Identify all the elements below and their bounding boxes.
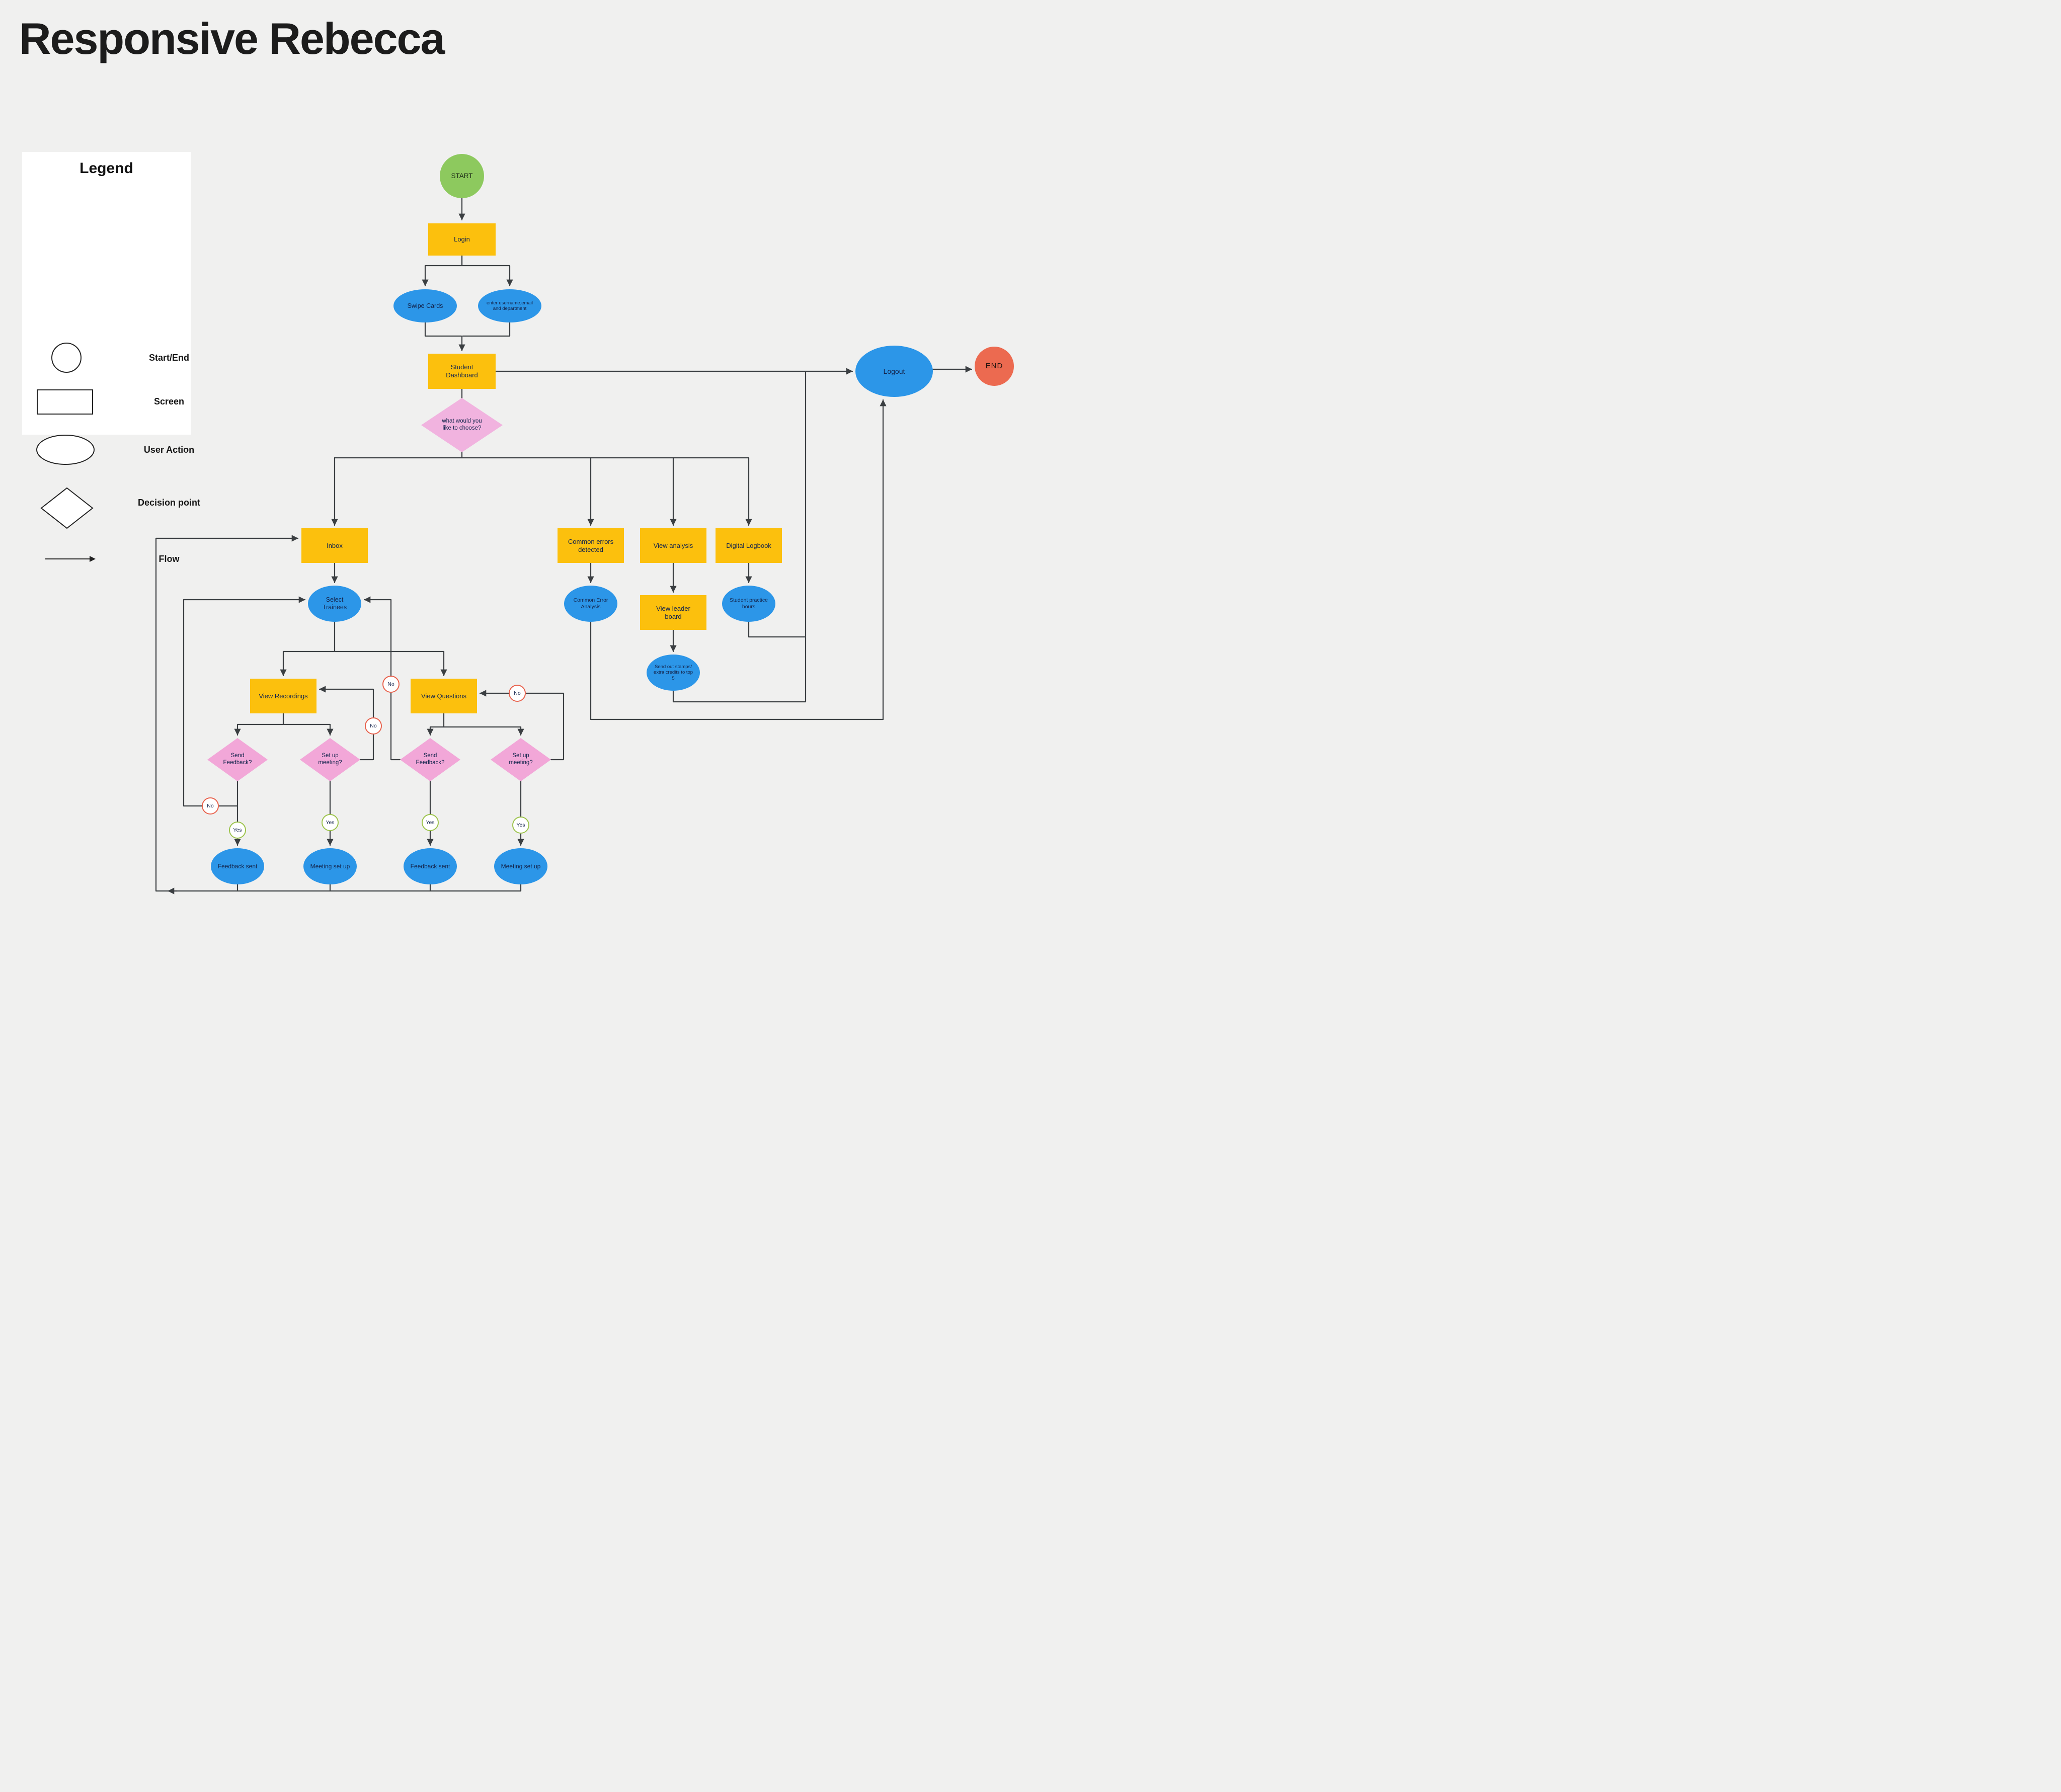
- node-feedback-sent-2[interactable]: Feedback sent: [404, 848, 457, 884]
- flow-swipe-merge: [424, 321, 462, 337]
- node-student-practice-hours[interactable]: Student practice hours: [722, 586, 775, 622]
- node-meeting-setup-1[interactable]: Meeting set up: [303, 848, 357, 884]
- node-digital-logbook[interactable]: Digital Logbook: [716, 528, 782, 563]
- node-student-dashboard[interactable]: Student Dashboard: [428, 354, 496, 389]
- node-logout[interactable]: Logout: [855, 346, 933, 397]
- legend-item-label: Decision point: [137, 498, 200, 508]
- node-start[interactable]: START: [440, 154, 484, 198]
- flowchart-canvas: Responsive Rebecca Legend Start/End Scre…: [0, 0, 1030, 896]
- flow-recordings-split: [236, 712, 331, 725]
- rect-icon: [37, 389, 93, 415]
- node-enter-details[interactable]: enter username,email and department: [478, 289, 541, 322]
- flow-select-trainees-split: [282, 621, 445, 653]
- legend-card: Legend Start/End Screen User Action Deci…: [22, 152, 200, 564]
- node-inbox[interactable]: Inbox: [301, 528, 368, 563]
- node-view-recordings[interactable]: View Recordings: [250, 679, 316, 713]
- page-title: Responsive Rebecca: [19, 14, 445, 63]
- node-meeting-setup-2[interactable]: Meeting set up: [494, 848, 547, 884]
- legend-item-label: User Action: [143, 445, 195, 455]
- node-view-questions[interactable]: View Questions: [411, 679, 477, 713]
- node-feedback-sent-1[interactable]: Feedback sent: [211, 848, 264, 884]
- yes-badge: Yes: [229, 822, 246, 839]
- flow-questions-split: [429, 712, 522, 728]
- diamond-icon: [40, 487, 94, 529]
- node-common-errors[interactable]: Common errors detected: [558, 528, 624, 563]
- no-badge: No: [509, 685, 526, 702]
- node-select-trainees[interactable]: Select Trainees: [308, 586, 361, 622]
- legend-title: Legend: [80, 160, 133, 177]
- node-view-analysis[interactable]: View analysis: [640, 528, 706, 563]
- yes-badge: Yes: [512, 817, 529, 834]
- legend-item-label: Flow: [158, 554, 180, 564]
- node-view-leader-board[interactable]: View leader board: [640, 595, 706, 630]
- no-badge: No: [365, 717, 382, 735]
- node-end[interactable]: END: [975, 347, 1014, 386]
- flow-login-enter: [461, 255, 513, 287]
- node-send-stamps[interactable]: Send out stamps/ extra credits to top 5: [647, 655, 700, 691]
- no-badge: No: [202, 797, 219, 814]
- flow-error-analysis-logout: [590, 399, 887, 720]
- circle-icon: [51, 343, 82, 373]
- flow-practice-hours-join: [748, 621, 806, 638]
- flow-enter-merge: [462, 321, 511, 337]
- node-swipe-cards[interactable]: Swipe Cards: [393, 289, 457, 322]
- flow-login-swipe: [422, 255, 463, 287]
- legend-item-label: Start/End: [148, 353, 189, 363]
- yes-badge: Yes: [422, 814, 439, 831]
- yes-badge: Yes: [322, 814, 339, 831]
- node-common-error-analysis[interactable]: Common Error Analysis: [564, 586, 617, 622]
- node-login[interactable]: Login: [428, 223, 496, 256]
- flow-stamps-logout-line: [672, 371, 807, 703]
- arrow-icon: [45, 556, 96, 562]
- no-badge: No: [382, 676, 400, 693]
- flow-bottom-rail: [155, 538, 522, 892]
- flow-choose-splitter: [334, 451, 750, 459]
- legend-item-label: Screen: [153, 396, 185, 406]
- ellipse-icon: [36, 435, 95, 465]
